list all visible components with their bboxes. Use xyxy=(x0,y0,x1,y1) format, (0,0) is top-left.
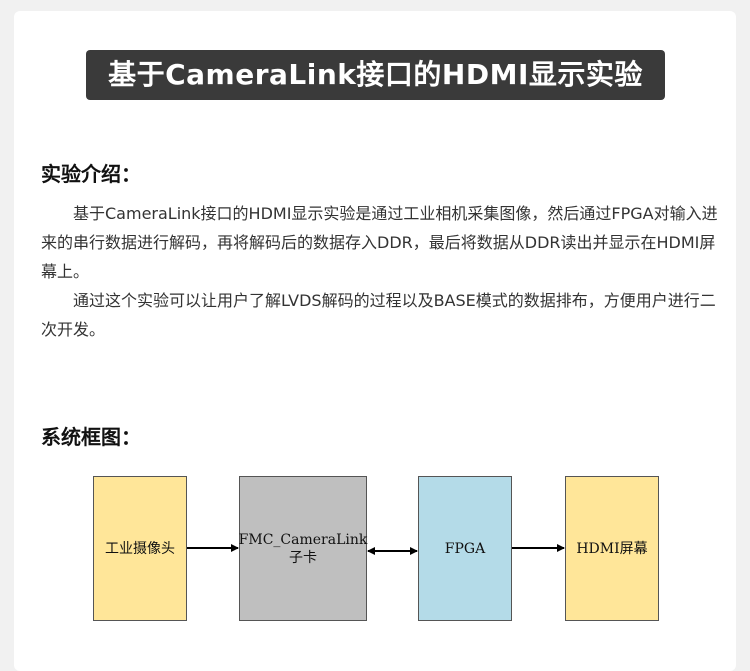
block-hdmi-label: HDMI屏幕 xyxy=(576,540,648,557)
block-fmc-cameralink: FMC_CameraLink 子卡 xyxy=(239,476,367,621)
block-hdmi-screen: HDMI屏幕 xyxy=(565,476,659,621)
block-fpga-label: FPGA xyxy=(444,540,486,557)
block-industrial-camera: 工业摄像头 xyxy=(93,476,187,621)
block-fmc-label-line1: FMC_CameraLink xyxy=(238,531,368,548)
diagram-heading: 系统框图： xyxy=(41,425,141,449)
block-fmc-label-line2: 子卡 xyxy=(289,549,317,566)
intro-paragraph-2: 通过这个实验可以让用户了解LVDS解码的过程以及BASE模式的数据排布，方便用户… xyxy=(41,291,716,339)
intro-heading: 实验介绍： xyxy=(41,162,141,186)
intro-paragraph-1: 基于CameraLink接口的HDMI显示实验是通过工业相机采集图像，然后通过F… xyxy=(41,204,718,281)
block-industrial-camera-label: 工业摄像头 xyxy=(105,540,175,557)
page-title: 基于CameraLink接口的HDMI显示实验 xyxy=(86,50,665,100)
block-fpga: FPGA xyxy=(418,476,512,621)
